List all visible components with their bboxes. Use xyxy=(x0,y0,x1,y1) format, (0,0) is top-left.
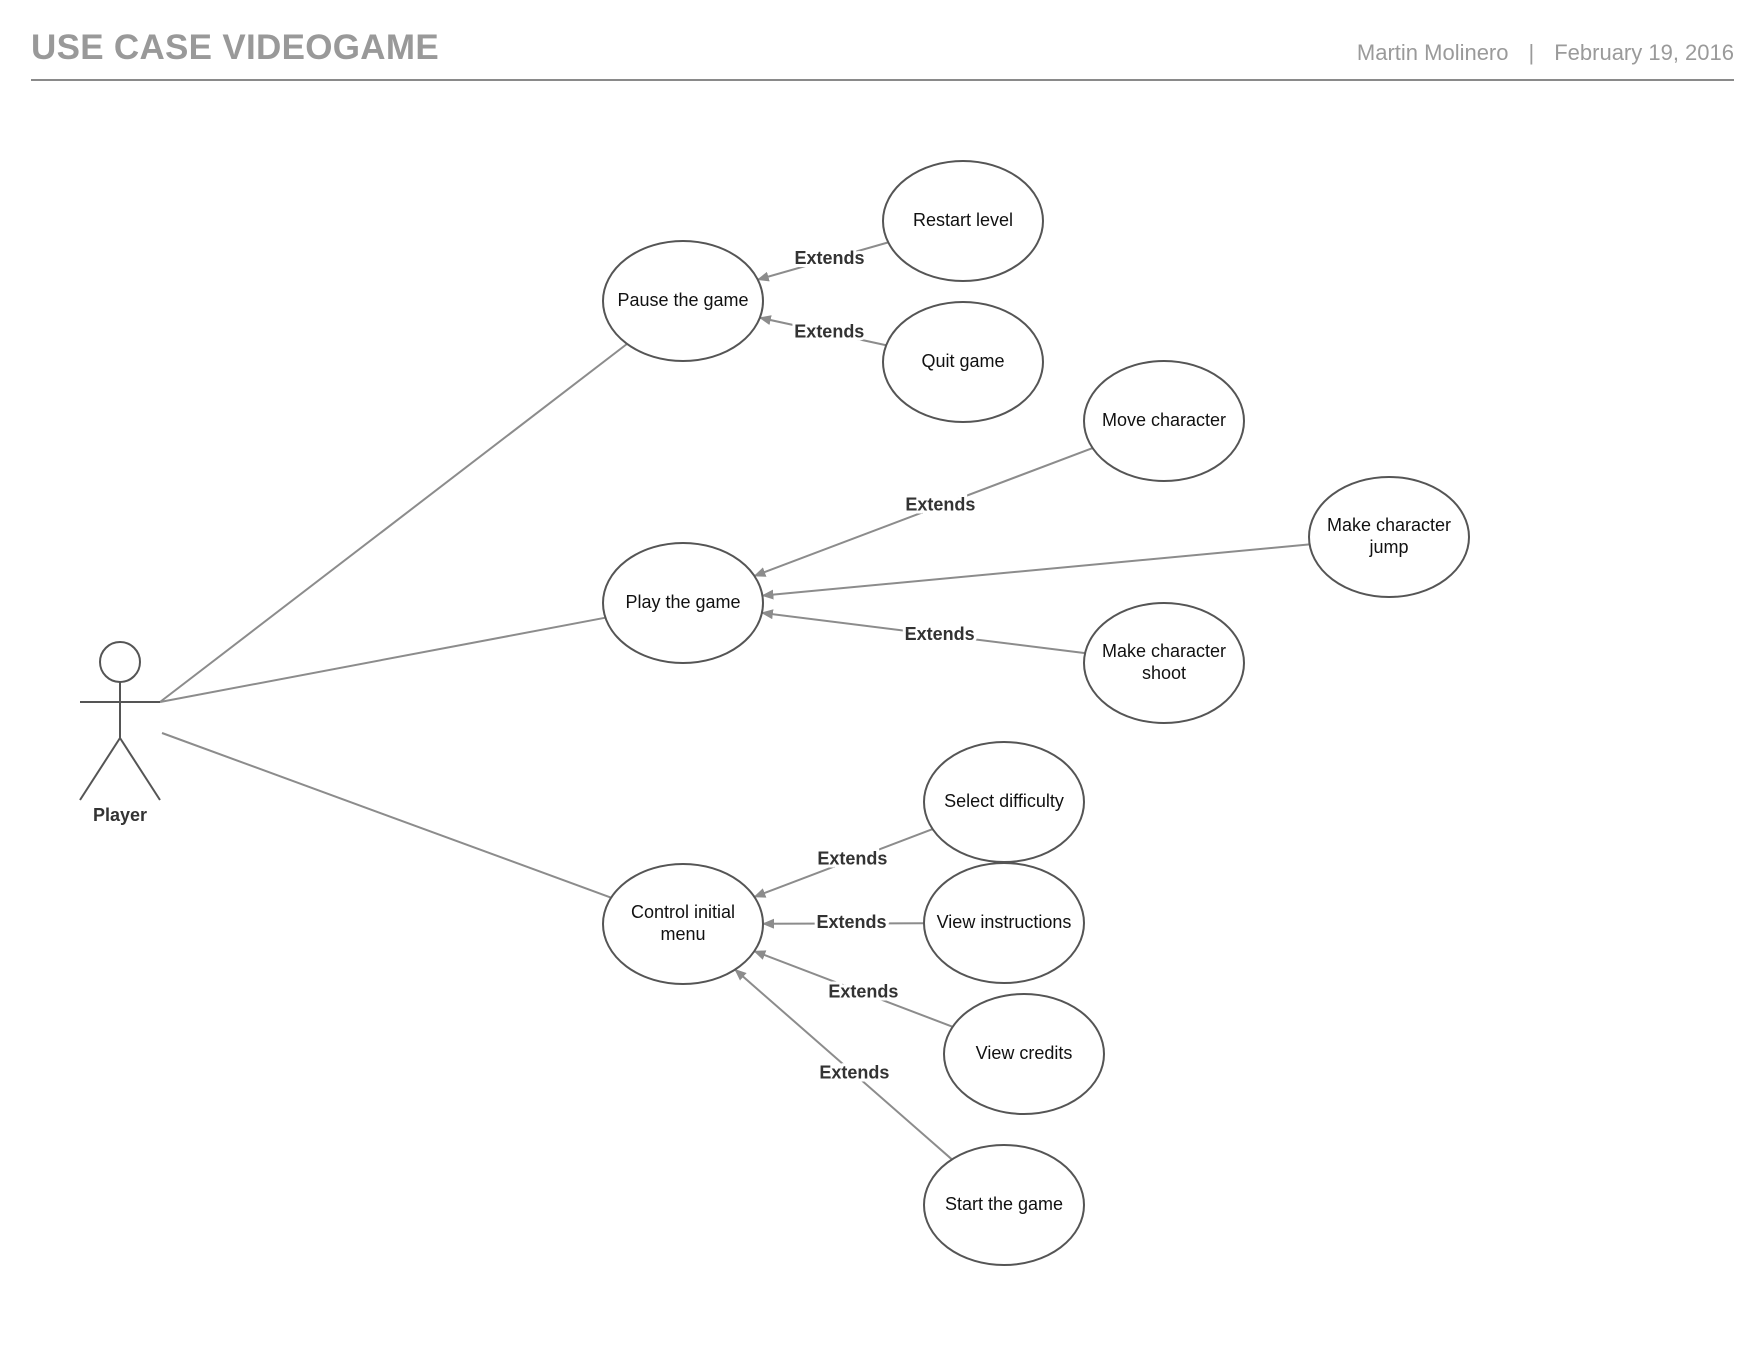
use-case-label-credits: View credits xyxy=(976,1043,1073,1063)
use-case-quit[interactable]: Quit game xyxy=(882,301,1044,423)
header-divider xyxy=(31,79,1734,81)
use-case-shape-credits xyxy=(943,993,1105,1115)
use-case-label-jump: jump xyxy=(1368,537,1408,557)
extends-arrow-jump xyxy=(761,543,1310,600)
use-case-label-instructions: View instructions xyxy=(937,912,1072,932)
use-case-credits[interactable]: View credits xyxy=(943,993,1105,1115)
extends-label-restart: Extends xyxy=(795,248,865,268)
use-case-label-play: Play the game xyxy=(625,592,740,612)
extends-label-credits: Extends xyxy=(828,982,898,1002)
use-case-difficulty[interactable]: Select difficulty xyxy=(923,741,1085,863)
use-case-label-jump: Make character xyxy=(1327,515,1451,535)
extends-arrow-move xyxy=(753,447,1093,577)
extends-arrow-restart xyxy=(756,241,889,282)
use-case-shape-quit xyxy=(882,301,1044,423)
use-case-move[interactable]: Move character xyxy=(1083,360,1245,482)
use-case-play[interactable]: Play the game xyxy=(602,542,764,664)
use-case-label-difficulty: Select difficulty xyxy=(944,791,1064,811)
use-case-start[interactable]: Start the game xyxy=(923,1144,1085,1266)
use-case-shape-shoot xyxy=(1083,602,1245,724)
author-name: Martin Molinero xyxy=(1356,40,1509,65)
actor-label: Player xyxy=(93,805,147,825)
use-case-shape-play xyxy=(602,542,764,664)
use-case-shape-menu xyxy=(602,863,764,985)
use-case-shape-instructions xyxy=(923,862,1085,984)
extends-arrow-start xyxy=(734,968,953,1161)
extends-arrow-quit xyxy=(758,315,887,347)
use-case-label-start: Start the game xyxy=(945,1194,1063,1214)
document-date: February 19, 2016 xyxy=(1554,40,1734,65)
extends-arrow-shoot xyxy=(760,609,1086,655)
actor-player[interactable]: Player xyxy=(79,641,161,825)
header-separator: | xyxy=(1528,40,1535,65)
use-case-label-quit: Quit game xyxy=(921,351,1004,371)
use-case-shape-start xyxy=(923,1144,1085,1266)
extends-arrow-credits xyxy=(753,950,954,1028)
extends-label-start: Extends xyxy=(819,1063,889,1083)
relations-layer: ExtendsExtendsExtendsExtendsExtendsExten… xyxy=(159,241,1310,1161)
use-case-shape-restart xyxy=(882,160,1044,282)
use-case-restart[interactable]: Restart level xyxy=(882,160,1044,282)
actor-right-leg xyxy=(119,737,161,801)
use-case-label-restart: Restart level xyxy=(913,210,1013,230)
extends-label-quit: Extends xyxy=(794,322,864,342)
use-case-shape-jump xyxy=(1308,476,1470,598)
use-case-shape-move xyxy=(1083,360,1245,482)
use-case-label-menu: Control initial xyxy=(631,902,735,922)
use-case-label-pause: Pause the game xyxy=(617,290,748,310)
extends-label-move: Extends xyxy=(905,494,975,514)
use-case-label-move: Move character xyxy=(1102,410,1226,430)
page-title: USE CASE VIDEOGAME xyxy=(31,28,439,67)
actor-head xyxy=(99,641,141,683)
extends-arrow-difficulty xyxy=(753,828,933,898)
extends-label-instructions: Extends xyxy=(817,912,887,932)
association-player-pause xyxy=(159,343,628,703)
use-case-instructions[interactable]: View instructions xyxy=(923,862,1085,984)
extends-label-difficulty: Extends xyxy=(817,848,887,868)
association-player-menu xyxy=(161,732,612,899)
use-case-label-shoot: Make character xyxy=(1102,641,1226,661)
use-case-shape-pause xyxy=(602,240,764,362)
use-case-label-shoot: shoot xyxy=(1142,663,1186,683)
use-case-label-menu: menu xyxy=(660,924,705,944)
actor-left-leg xyxy=(79,737,121,801)
header-meta: Martin Molinero | February 19, 2016 xyxy=(1357,40,1734,66)
extends-label-shoot: Extends xyxy=(905,624,975,644)
use-case-pause[interactable]: Pause the game xyxy=(602,240,764,362)
extends-arrow-instructions xyxy=(761,918,925,929)
association-player-play xyxy=(159,616,606,703)
